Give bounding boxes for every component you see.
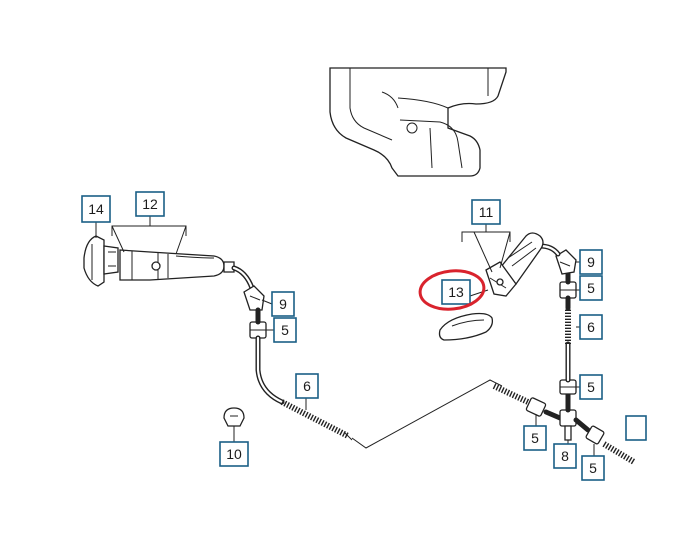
svg-text:12: 12 (142, 196, 158, 212)
right-lower-coupling (585, 425, 605, 445)
callout-12: 12 (135, 191, 165, 217)
svg-text:13: 13 (448, 284, 464, 300)
hose-clip (223, 407, 245, 427)
callout-9-left: 9 (271, 291, 295, 317)
svg-text:5: 5 (589, 460, 597, 476)
callout-5-right-lower: 5 (581, 455, 605, 481)
callout-5-left: 5 (273, 317, 297, 343)
center-coupling (525, 397, 547, 417)
svg-text:9: 9 (279, 296, 287, 312)
t-piece-connector (559, 409, 577, 441)
right-washer-nozzle-assembly (485, 232, 544, 297)
left-elbow-connector (243, 285, 265, 311)
svg-text:10: 10 (226, 446, 242, 462)
right-protective-sleeve (602, 441, 636, 465)
left-protective-sleeve (280, 399, 350, 439)
svg-text:6: 6 (587, 319, 595, 335)
highlight-ring (418, 269, 486, 311)
svg-text:5: 5 (531, 430, 539, 446)
svg-text:5: 5 (587, 280, 595, 296)
callout-9-right: 9 (579, 249, 603, 275)
callout-10: 10 (219, 441, 249, 467)
callout-partial-right-edge (625, 415, 647, 441)
svg-text:5: 5 (587, 379, 595, 395)
washer-reservoir (329, 67, 507, 177)
callout-5-right-upper: 5 (579, 275, 603, 301)
svg-text:8: 8 (561, 448, 569, 464)
svg-text:11: 11 (479, 204, 494, 220)
callout-6-right: 6 (579, 314, 603, 340)
callout-5-center: 5 (523, 425, 547, 451)
nozzle-cover-cap (438, 312, 494, 341)
callout-8: 8 (553, 443, 577, 469)
svg-text:6: 6 (303, 378, 311, 394)
center-protective-sleeve (492, 383, 530, 405)
callout-6-left: 6 (295, 373, 319, 399)
left-nozzle-hose (231, 265, 255, 291)
svg-text:14: 14 (88, 201, 104, 217)
svg-text:5: 5 (281, 322, 289, 338)
callout-14: 14 (81, 195, 111, 223)
left-washer-nozzle-assembly (83, 235, 235, 287)
callout-5-right-middle: 5 (579, 374, 603, 400)
routing-line (351, 379, 503, 449)
svg-text:9: 9 (587, 254, 595, 270)
left-main-hose (255, 335, 285, 405)
right-elbow-connector (555, 249, 577, 275)
callout-11: 11 (471, 199, 501, 225)
callout-13: 13 (441, 279, 471, 305)
